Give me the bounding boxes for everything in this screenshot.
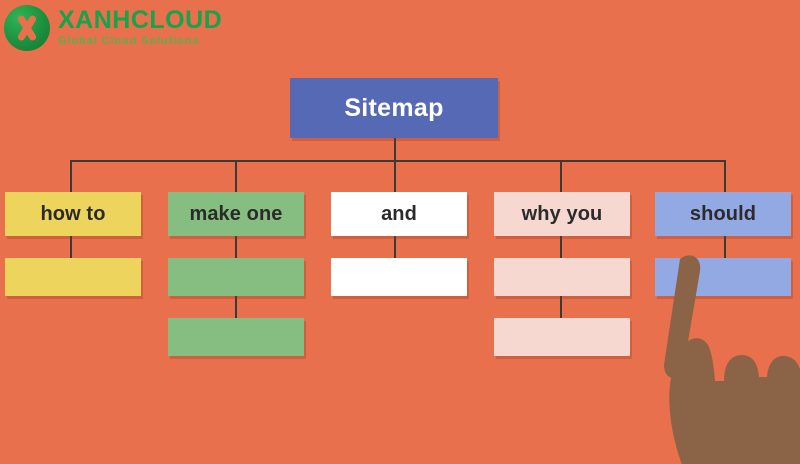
node-col-4-row-2[interactable] xyxy=(494,258,630,296)
pointing-hand-icon xyxy=(664,255,800,464)
node-col-3-row-2[interactable] xyxy=(331,258,467,296)
node-col-4-label: why you xyxy=(521,202,603,225)
brand-tagline: Global Cloud Solutions xyxy=(58,35,200,48)
connector-drop-col-1 xyxy=(70,160,72,194)
x-circle-logo-icon xyxy=(4,5,50,51)
connector-col-5-row-1-2 xyxy=(724,236,726,258)
node-col-5-label: should xyxy=(689,202,757,225)
connector-col-2-row-2-3 xyxy=(235,296,237,318)
connector-col-2-row-1-2 xyxy=(235,236,237,258)
connector-horizontal-bus xyxy=(70,160,726,162)
node-col-3-label: and xyxy=(381,202,417,225)
node-col-4-row-1[interactable]: why you xyxy=(494,192,630,236)
node-col-1-label: how to xyxy=(40,202,106,225)
brand-logo-text: XANHCLOUD Global Cloud Solutions xyxy=(58,5,223,49)
sitemap-root-node[interactable]: Sitemap xyxy=(290,78,498,138)
brand-name: XANHCLOUD xyxy=(58,5,223,34)
connector-col-4-row-2-3 xyxy=(560,296,562,318)
connector-drop-col-4 xyxy=(560,160,562,194)
hand-palm xyxy=(669,338,800,464)
node-col-5-row-1[interactable]: should xyxy=(655,192,791,236)
sitemap-root-label: Sitemap xyxy=(344,93,444,122)
connector-col-4-row-1-2 xyxy=(560,236,562,258)
node-col-2-label: make one xyxy=(189,202,283,225)
connector-col-3-row-1-2 xyxy=(394,236,396,258)
brand-logo: XANHCLOUD Global Cloud Solutions xyxy=(4,2,234,54)
connector-drop-col-3 xyxy=(394,160,396,194)
connector-drop-col-2 xyxy=(235,160,237,194)
node-col-3-row-1[interactable]: and xyxy=(331,192,467,236)
node-col-1-row-2[interactable] xyxy=(5,258,141,296)
node-col-2-row-2[interactable] xyxy=(168,258,304,296)
connector-root-stem xyxy=(394,138,396,162)
connector-col-1-row-1-2 xyxy=(70,236,72,258)
node-col-2-row-1[interactable]: make one xyxy=(168,192,304,236)
node-col-2-row-3[interactable] xyxy=(168,318,304,356)
node-col-1-row-1[interactable]: how to xyxy=(5,192,141,236)
node-col-4-row-3[interactable] xyxy=(494,318,630,356)
hand-index-finger xyxy=(664,255,701,378)
connector-drop-col-5 xyxy=(724,160,726,194)
